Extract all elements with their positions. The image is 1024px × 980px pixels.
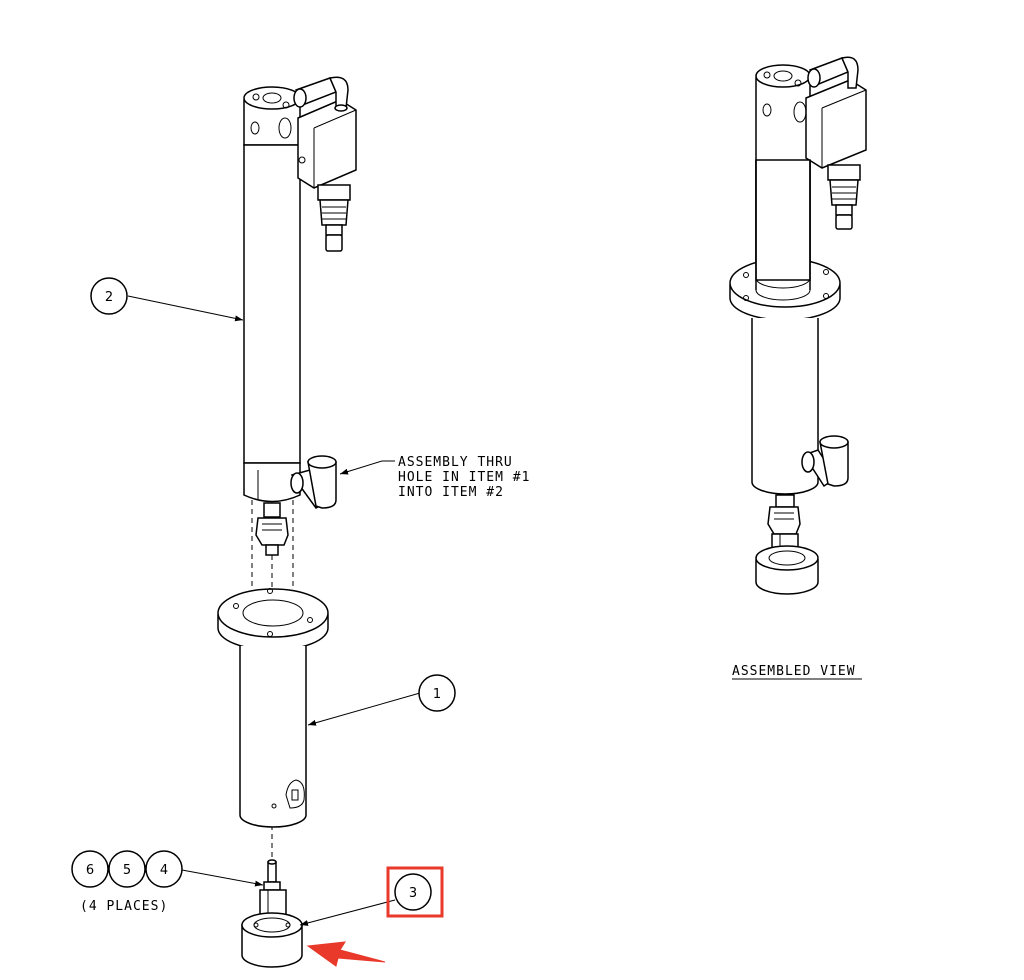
callout-5-label: 5 <box>123 863 131 878</box>
callout-3[interactable]: 3 <box>394 873 432 911</box>
callout-1-label: 1 <box>433 687 441 702</box>
roller-item-3 <box>241 859 303 968</box>
callout-3-label: 3 <box>409 886 417 901</box>
callout-1[interactable]: 1 <box>418 674 456 712</box>
hidden-lines <box>251 500 294 862</box>
highlight-box <box>386 866 444 918</box>
callout-5[interactable]: 5 <box>108 850 146 888</box>
callout-6-label: 6 <box>86 863 94 878</box>
assembly-note-line-2: HOLE IN ITEM #1 <box>398 470 530 485</box>
assembled-view-title: ASSEMBLED VIEW <box>732 664 856 679</box>
callout-6[interactable]: 6 <box>71 850 109 888</box>
assembly-note-line-3: INTO ITEM #2 <box>398 485 504 500</box>
exploded-view <box>127 76 421 968</box>
flanged-tube-item-1 <box>217 588 329 828</box>
assembled-view <box>729 56 867 595</box>
places-note: (4 PLACES) <box>80 899 168 914</box>
callout-2[interactable]: 2 <box>90 277 128 315</box>
cylinder-item-2 <box>243 76 357 556</box>
assembly-note-line-1: ASSEMBLY THRU <box>398 455 513 470</box>
callout-4-label: 4 <box>160 863 168 878</box>
callout-4[interactable]: 4 <box>145 850 183 888</box>
highlight-arrow-icon <box>306 941 386 967</box>
callout-2-label: 2 <box>105 290 113 305</box>
